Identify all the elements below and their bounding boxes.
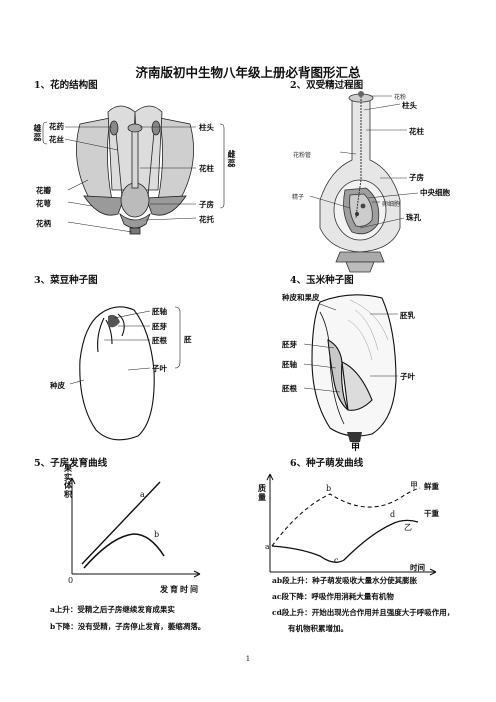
- germ-fresh-weight-label: 鲜重: [424, 482, 439, 491]
- corn-jia-label: 甲: [351, 443, 361, 453]
- ovary-origin-label: 0: [68, 576, 74, 585]
- germ-x-label: 时间: [410, 563, 425, 572]
- corn-plumule-label: 胚芽: [282, 340, 297, 349]
- fert-micropyle-label: 珠孔: [406, 213, 421, 222]
- bean-seed-coat-label: 种皮: [50, 381, 65, 390]
- flower-pistil-label: 雌蕊: [227, 150, 237, 168]
- flower-receptacle-label: 花托: [199, 215, 214, 224]
- bean-radicle-label: 胚根: [152, 336, 167, 345]
- section-corn-seed: 4、玉米种子图: [290, 275, 354, 286]
- flower-sepal-label: 花萼: [36, 199, 51, 208]
- fert-pollen-small-label: 花粉: [394, 94, 407, 101]
- fert-ovary-label: 子房: [409, 173, 424, 182]
- ovary-curve-b-label: b: [154, 530, 160, 539]
- corn-radicle-label: 胚根: [282, 384, 297, 393]
- germ-note-3: cd段上升：开始出现光合作用并且强度大于呼吸作用，: [272, 608, 455, 617]
- flower-filament-label: 花丝: [49, 135, 64, 144]
- ovary-curve-a-label: a: [140, 490, 145, 499]
- germ-point-a: a: [265, 542, 270, 551]
- fert-style-label: 花柱: [409, 127, 424, 136]
- ovary-curve-b: [83, 533, 165, 569]
- corn-cotyledon-label: 子叶: [400, 372, 415, 381]
- ovary-y-label: 果实体积: [64, 463, 72, 499]
- corn-endosperm-label: 胚乳: [400, 311, 415, 320]
- fert-sperm-small-label: 精子: [292, 194, 305, 201]
- germ-jia-label: 甲: [410, 481, 418, 490]
- fert-egg-small-label: 卵细胞: [382, 201, 401, 208]
- flower-ovary-label: 子房: [199, 200, 214, 209]
- ovary-curve-a: [81, 481, 161, 565]
- germ-y-label: 质量: [258, 483, 266, 502]
- corn-pericarp-label: 种皮和果皮: [282, 293, 320, 302]
- bean-embryo-label: 胚: [184, 335, 192, 344]
- flower-style-label: 花柱: [199, 164, 214, 173]
- section-double-fertilization: 2、双受精过程图: [290, 80, 364, 91]
- fert-pollen-tube-small-label: 花粉管: [293, 152, 312, 159]
- germ-note-2: ac段下降：呼吸作用消耗大量有机物: [272, 592, 394, 601]
- flower-pedicel-label: 花柄: [36, 219, 51, 228]
- germ-fresh-weight-curve: [271, 487, 421, 547]
- section-ovary-curve: 5、子房发育曲线: [34, 458, 108, 469]
- flower-petal-label: 花瓣: [36, 186, 51, 195]
- germ-yi-label: 乙: [404, 523, 412, 532]
- fert-central-cell-label: 中央细胞: [420, 188, 450, 197]
- ovary-x-label: 发育时间: [160, 584, 200, 594]
- germ-note-1: ab段上升：种子萌发吸收大量水分使其膨胀: [272, 576, 418, 585]
- germ-dry-weight-curve: [271, 519, 419, 563]
- germ-point-d: d: [390, 510, 396, 519]
- ovary-note-b: b下降：没有受精，子房停止发育，萎缩凋落。: [50, 622, 206, 631]
- flower-anther-label: 花药: [49, 122, 64, 131]
- bean-plumule-label: 胚芽: [152, 322, 167, 331]
- flower-stamen-label: 雄蕊: [33, 124, 43, 142]
- section-bean-seed: 3、菜豆种子图: [34, 275, 98, 286]
- fert-stigma-label: 柱头: [402, 101, 417, 110]
- germ-point-c: c: [334, 556, 339, 565]
- corn-hypocotyl-label: 胚轴: [282, 360, 297, 369]
- flower-stigma-label: 柱头: [199, 123, 214, 132]
- bean-cotyledon-label: 子叶: [152, 364, 167, 373]
- page-number: 1: [245, 655, 251, 663]
- germ-dry-weight-label: 干重: [424, 509, 439, 518]
- page-title: 济南版初中生物八年级上册必背图形汇总: [135, 65, 361, 80]
- ovary-note-a: a上升：受精之后子房继续发育成果实: [50, 605, 175, 614]
- section-flower-structure: 1、花的结构图: [34, 80, 98, 91]
- germ-note-4: 有机物积累增加。: [288, 624, 348, 633]
- bean-hypocotyl-label: 胚轴: [152, 307, 167, 316]
- germ-point-b: b: [326, 484, 332, 493]
- section-germination-curve: 6、种子萌发曲线: [290, 458, 364, 469]
